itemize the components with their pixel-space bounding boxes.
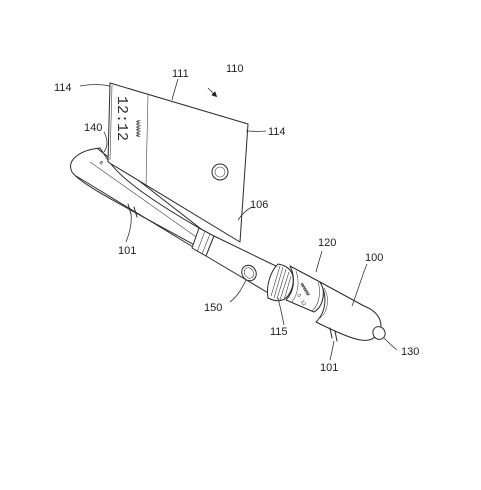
label-100: 100 (365, 252, 383, 264)
screen-time: 12:12 (113, 96, 130, 141)
label-120: 120 (318, 237, 336, 249)
pen-body: ₩₩₩ 0 · 12 B (70, 147, 386, 342)
svg-text:0 · 12: 0 · 12 (295, 293, 307, 307)
flexible-display: 12:12 ₩₩₩ (107, 82, 249, 243)
label-101-right: 101 (320, 362, 338, 374)
label-110: 110 (226, 63, 244, 75)
label-101-left: 101 (118, 245, 136, 257)
sensor-icon (211, 163, 229, 181)
label-106: 106 (250, 199, 268, 211)
reference-numerals: 110 111 114 114 140 106 101 120 100 150 … (54, 63, 419, 374)
label-130: 130 (401, 346, 419, 358)
label-150: 150 (204, 302, 222, 314)
label-111: 111 (172, 68, 189, 80)
label-115: 115 (270, 326, 288, 338)
label-140: 140 (84, 122, 102, 134)
leader-lines (79, 78, 398, 361)
label-114-right: 114 (268, 126, 286, 138)
svg-text:₩₩₩: ₩₩₩ (134, 120, 140, 137)
label-114-left: 114 (54, 82, 72, 94)
svg-text:B: B (98, 160, 105, 167)
